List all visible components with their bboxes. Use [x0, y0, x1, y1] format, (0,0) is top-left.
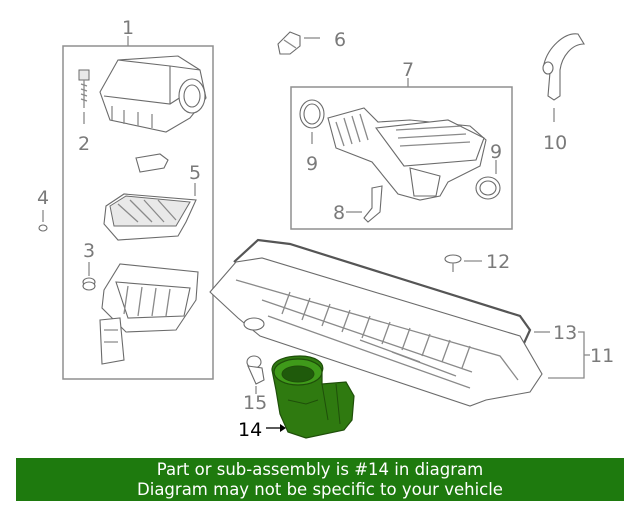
callout-9-left[interactable]: 9 — [306, 153, 318, 175]
grommet-3[interactable] — [82, 277, 96, 291]
info-banner: Part or sub-assembly is #14 in diagram D… — [16, 458, 624, 501]
callout-6[interactable]: 6 — [334, 29, 346, 51]
tray-11[interactable] — [209, 257, 543, 407]
leader-14-arrow — [280, 424, 286, 432]
clamp-9-left[interactable] — [299, 99, 325, 129]
hose-10[interactable] — [542, 33, 585, 101]
assembly-box-1 — [62, 45, 214, 380]
assembly-box-7 — [290, 86, 513, 230]
gasket-plate[interactable] — [135, 153, 169, 173]
callout-7[interactable]: 7 — [402, 59, 414, 81]
bolt-2[interactable] — [78, 69, 90, 108]
callout-5[interactable]: 5 — [189, 162, 201, 184]
callout-12[interactable]: 12 — [486, 251, 510, 273]
air-cleaner-cover[interactable] — [99, 55, 207, 133]
push-pin-12[interactable] — [444, 254, 462, 272]
air-intake-duct-7[interactable] — [327, 107, 487, 201]
banner-line-2: Diagram may not be specific to your vehi… — [137, 480, 503, 499]
callout-9-right[interactable]: 9 — [490, 141, 502, 163]
air-filter-5[interactable] — [103, 193, 197, 241]
air-cleaner-lower-housing[interactable] — [99, 263, 199, 365]
clamp-9-right[interactable] — [475, 176, 501, 200]
callout-4[interactable]: 4 — [37, 187, 49, 209]
callout-14[interactable]: 14 — [238, 419, 262, 441]
clip-15[interactable] — [246, 355, 265, 385]
callout-15[interactable]: 15 — [243, 392, 267, 414]
callout-3[interactable]: 3 — [83, 240, 95, 262]
callout-2[interactable]: 2 — [78, 133, 90, 155]
clamp-6[interactable] — [277, 31, 301, 55]
callout-10[interactable]: 10 — [543, 132, 567, 154]
callout-11[interactable]: 11 — [590, 345, 614, 367]
callout-13[interactable]: 13 — [553, 322, 577, 344]
bracket-8[interactable] — [363, 185, 383, 223]
banner-line-1: Part or sub-assembly is #14 in diagram — [156, 460, 484, 479]
clip-4[interactable] — [38, 210, 48, 232]
air-duct-14-highlighted[interactable] — [271, 355, 355, 439]
callout-1[interactable]: 1 — [122, 17, 134, 39]
callout-8[interactable]: 8 — [333, 202, 345, 224]
